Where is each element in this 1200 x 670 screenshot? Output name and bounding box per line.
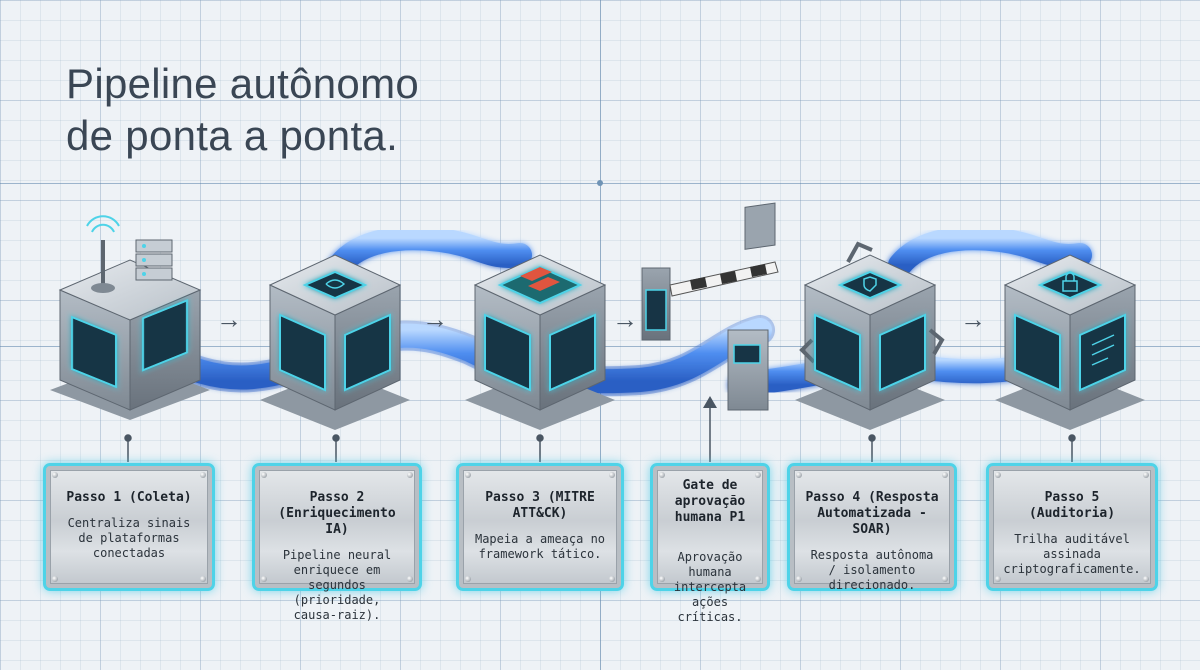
- step-card-4-description: Resposta autônoma / isolamento direciona…: [810, 548, 934, 592]
- connector-lines: [124, 396, 1076, 462]
- barrier-gate-icon: [641, 261, 779, 341]
- approval-terminal-icon: [727, 202, 776, 411]
- block-collection: [50, 215, 210, 420]
- gate-card: Gate de aprovação humana P1 Aprovação hu…: [650, 463, 770, 624]
- flow-arrow-4: →: [960, 304, 986, 334]
- step-card-4-title: Passo 4 (Resposta Automatizada - SOAR): [805, 490, 939, 537]
- brain-icon: [302, 270, 368, 300]
- step-card-1: Passo 1 (Coleta) Centraliza sinais de pl…: [43, 463, 215, 591]
- lock-icon: [1037, 270, 1103, 300]
- block-audit: [995, 254, 1145, 430]
- page-title: Pipeline autônomo de ponta a ponta.: [66, 58, 419, 162]
- step-card-5-description: Trilha auditável assinada criptograficam…: [1003, 532, 1141, 576]
- block-ai-enrichment: [260, 254, 410, 430]
- step-card-2-description: Pipeline neural enriquece em segundos (p…: [282, 548, 392, 622]
- title-line-2: de ponta a ponta.: [66, 112, 399, 159]
- flow-arrow-3: →: [612, 304, 638, 334]
- block-mitre: [465, 254, 615, 430]
- step-card-2-title: Passo 2 (Enriquecimento IA): [278, 490, 396, 537]
- approval-gate: [641, 202, 779, 411]
- gate-card-description: Aprovação humana intercepta ações crític…: [673, 550, 747, 624]
- block-soar: [795, 241, 945, 430]
- step-card-5-title: Passo 5 (Auditoria): [1028, 490, 1116, 521]
- step-card-3-title: Passo 3 (MITRE ATT&CK): [485, 490, 595, 521]
- flow-arrow-2: →: [422, 304, 448, 334]
- flow-arrow-1: →: [216, 304, 242, 334]
- document-icon: [1079, 313, 1126, 392]
- guide-intersection-dot: [597, 180, 603, 186]
- shield-icon: [837, 270, 903, 300]
- step-card-3-description: Mapeia a ameaça no framework tático.: [474, 532, 606, 561]
- server-stack-icon: [135, 239, 173, 281]
- step-card-1-title: Passo 1 (Coleta): [66, 490, 192, 505]
- antenna-icon: [86, 215, 120, 293]
- gate-card-title: Gate de aprovação humana P1: [674, 478, 746, 525]
- step-card-3: Passo 3 (MITRE ATT&CK) Mapeia a ameaça n…: [456, 463, 624, 591]
- step-card-1-description: Centraliza sinais de plataformas conecta…: [67, 516, 191, 560]
- step-card-2: Passo 2 (Enriquecimento IA) Pipeline neu…: [252, 463, 422, 622]
- step-card-5: Passo 5 (Auditoria) Trilha auditável ass…: [986, 463, 1158, 591]
- attack-matrix-icon: [497, 265, 583, 305]
- step-card-4: Passo 4 (Resposta Automatizada - SOAR) R…: [787, 463, 957, 592]
- title-line-1: Pipeline autônomo: [66, 60, 420, 107]
- robot-arm-icon: [799, 241, 945, 364]
